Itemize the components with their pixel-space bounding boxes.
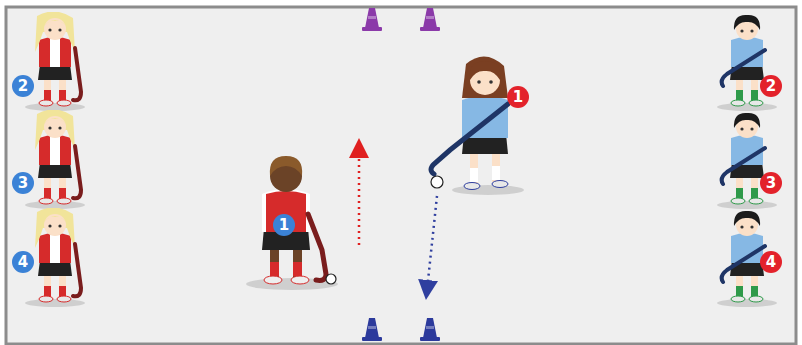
callout-number: 4 <box>760 251 782 273</box>
callout-number: 3 <box>12 172 34 194</box>
callout-number: 4 <box>12 251 34 273</box>
callout-number: 1 <box>507 86 529 108</box>
callout-number: 1 <box>273 214 295 236</box>
callout-number: 2 <box>760 75 782 97</box>
callout-number: 3 <box>760 172 782 194</box>
callout-number: 2 <box>12 75 34 97</box>
